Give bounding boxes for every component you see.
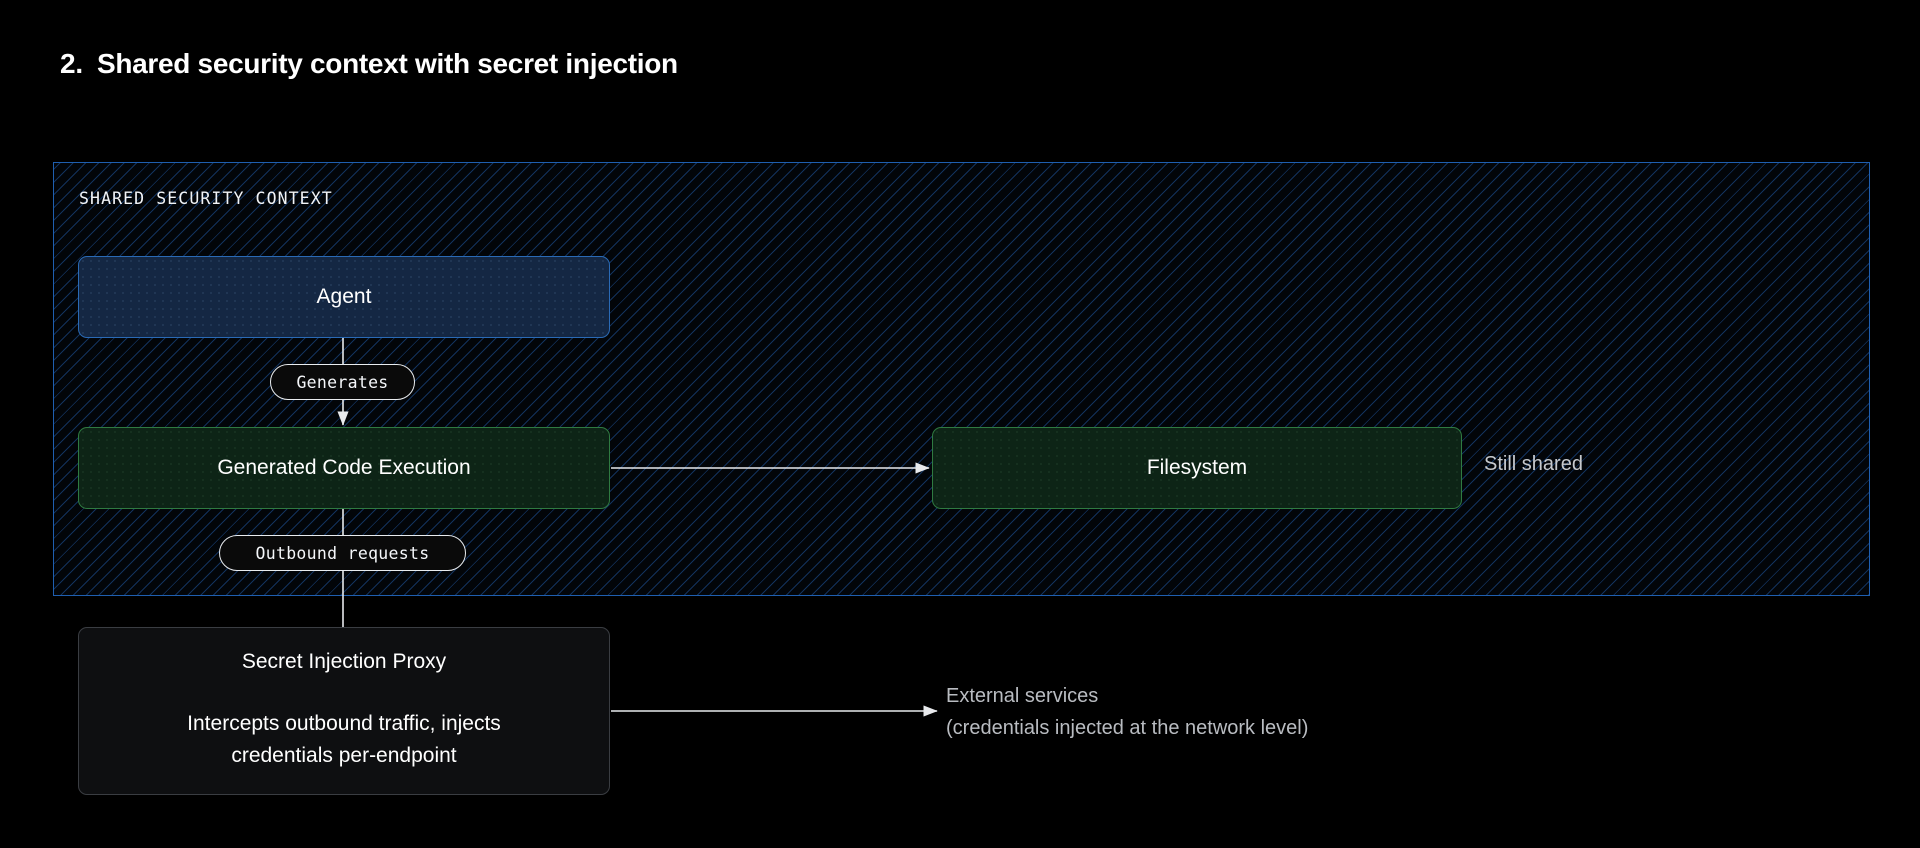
shared-security-context-label: SHARED SECURITY CONTEXT: [79, 189, 333, 208]
edge-label-generates: Generates: [270, 364, 415, 400]
edge-label-outbound-requests: Outbound requests: [219, 535, 466, 571]
node-filesystem-label: Filesystem: [1146, 455, 1248, 479]
node-secret-injection-proxy-title: Secret Injection Proxy: [241, 650, 447, 673]
node-generated-code-execution[interactable]: Generated Code Execution: [78, 427, 610, 509]
annotation-still-shared: Still shared: [1484, 453, 1583, 475]
page-title-text: Shared security context with secret inje…: [96, 48, 678, 79]
edge-label-outbound-requests-text: Outbound requests: [255, 543, 430, 563]
page-title: 2. Shared security context with secret i…: [60, 48, 678, 80]
shared-security-context-container: SHARED SECURITY CONTEXT: [53, 162, 1870, 596]
edge-label-generates-text: Generates: [296, 372, 389, 392]
node-agent[interactable]: Agent: [78, 256, 610, 338]
node-secret-injection-proxy-description: Intercepts outbound traffic, injects cre…: [187, 712, 501, 767]
node-agent-label: Agent: [316, 284, 372, 308]
node-secret-injection-proxy[interactable]: Secret Injection Proxy Intercepts outbou…: [78, 627, 610, 795]
page-title-number: 2.: [60, 48, 83, 79]
node-filesystem[interactable]: Filesystem: [932, 427, 1462, 509]
node-generated-code-execution-label: Generated Code Execution: [217, 455, 471, 479]
annotation-external-services: External services (credentials injected …: [946, 685, 1309, 739]
